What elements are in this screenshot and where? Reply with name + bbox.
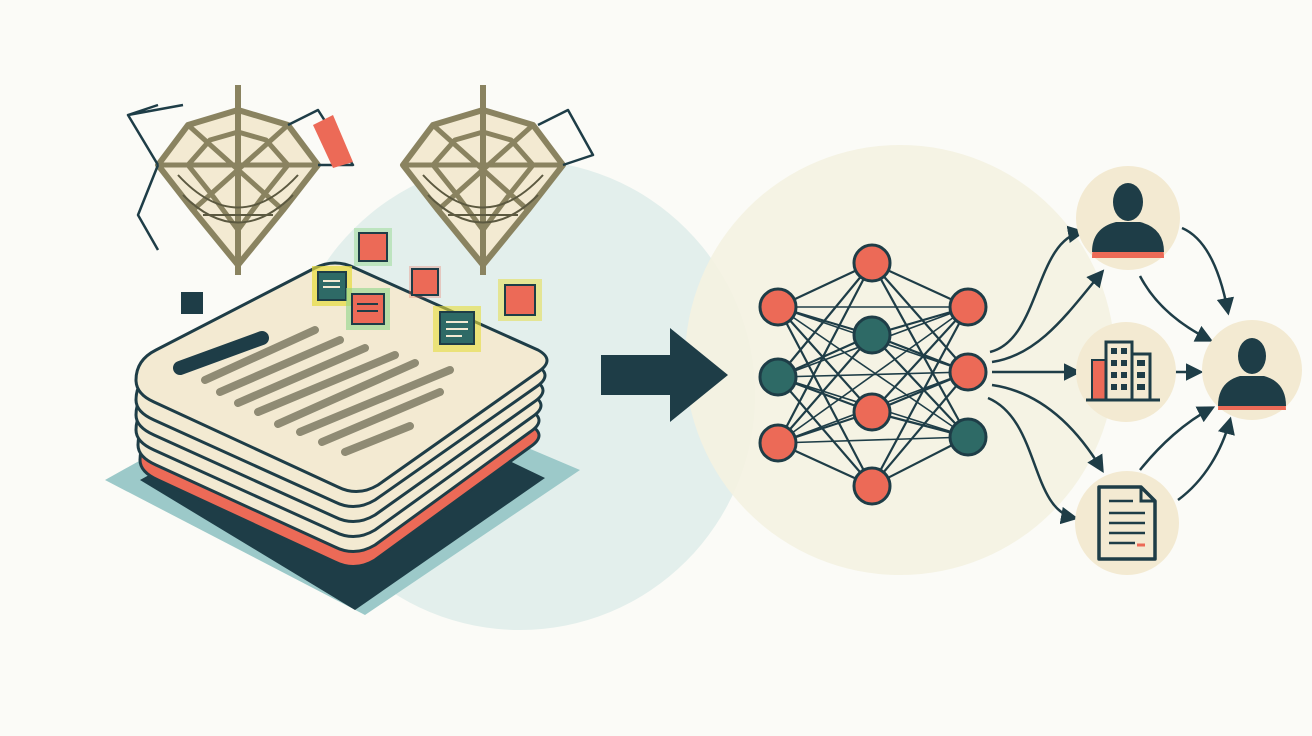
network-node	[852, 243, 892, 283]
network-edge	[871, 306, 969, 413]
flow-arrow	[1181, 226, 1235, 316]
building-icon	[1086, 340, 1160, 402]
crawler-net-icon	[126, 85, 355, 275]
arrow-right-icon	[601, 328, 728, 422]
chip-teal-note	[312, 266, 352, 306]
network-node	[948, 352, 988, 392]
network-node	[852, 315, 892, 355]
person-icon	[1092, 183, 1164, 258]
data-chips	[181, 228, 542, 352]
network-edge	[871, 306, 969, 487]
paper-text-line	[274, 359, 419, 428]
flow-arrow	[991, 269, 1105, 364]
network-node	[758, 357, 798, 397]
network-node	[852, 466, 892, 506]
paper-text-line	[216, 336, 344, 396]
network-nodes	[758, 243, 988, 506]
network-edge	[777, 436, 969, 444]
network-edge	[871, 262, 969, 373]
network-edge	[777, 334, 873, 444]
chip-coral	[409, 266, 441, 298]
document-stack-icon	[105, 261, 580, 615]
network-edge	[777, 306, 873, 487]
wash-right	[685, 145, 1115, 575]
neural-network	[758, 243, 988, 506]
paper-text-line	[254, 351, 399, 416]
chip-coral	[498, 279, 542, 321]
network-node	[852, 392, 892, 432]
paper-heading-bar	[173, 331, 269, 375]
neural-network-icon	[758, 243, 988, 506]
flow-arrow	[1138, 275, 1214, 342]
chip-coral-note	[346, 288, 390, 330]
network-edge	[777, 376, 873, 487]
output-person-target	[1202, 320, 1302, 420]
network-edge	[871, 334, 969, 438]
network-edge	[777, 306, 969, 438]
output-building	[1076, 322, 1176, 422]
network-edge	[871, 371, 969, 487]
network-node	[758, 287, 798, 327]
flow-arrow	[991, 383, 1104, 474]
network-edge	[871, 262, 969, 438]
paper-text-line	[201, 326, 319, 384]
network-edge	[777, 306, 969, 444]
person-icon	[1218, 338, 1286, 410]
chip-coral	[354, 228, 392, 266]
network-node	[948, 287, 988, 327]
output-flows	[987, 225, 1235, 525]
chip-teal-note	[433, 306, 481, 352]
crawler-net-left	[126, 85, 355, 275]
crawler-net-right	[400, 85, 595, 275]
output-person-top	[1076, 166, 1180, 270]
document-stack	[105, 261, 580, 615]
network-edge	[777, 262, 873, 378]
network-node	[948, 417, 988, 457]
paper-text-line	[234, 344, 369, 407]
network-node	[758, 423, 798, 463]
paper-text-line	[296, 366, 454, 436]
paper-text-lines	[173, 326, 454, 456]
flow-arrow	[987, 396, 1079, 525]
flow-arrow	[989, 225, 1086, 354]
document-icon	[1097, 485, 1157, 561]
network-edge	[777, 262, 873, 444]
output-document	[1075, 471, 1179, 575]
crawler-net-icon	[400, 85, 595, 275]
chip-dark	[181, 292, 203, 314]
paper-text-line	[318, 388, 444, 446]
flow-arrow	[1177, 416, 1235, 502]
flow-arrow	[1139, 406, 1216, 471]
paper-text-line	[341, 422, 414, 456]
